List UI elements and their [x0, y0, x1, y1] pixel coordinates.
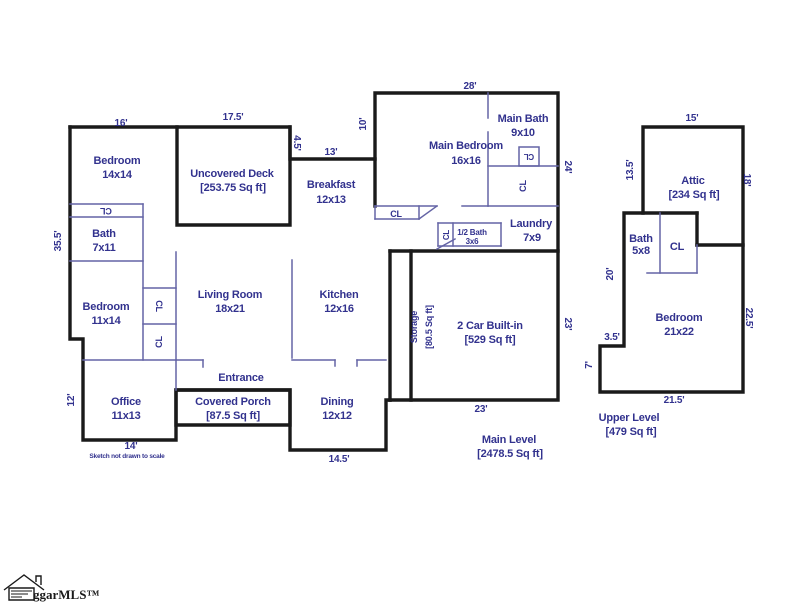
wall-upper-outline — [598, 125, 745, 394]
wall-garage-right-top — [373, 91, 560, 402]
room-labels: Bedroom 14x14 Uncovered Deck [253.75 Sq … — [83, 113, 721, 460]
closet-label-living-1: CL — [154, 300, 164, 312]
closet-label-upper: CL — [670, 241, 685, 253]
dim-12ft: 12' — [66, 394, 77, 407]
room-label-entrance: Entrance — [218, 372, 264, 384]
room-label-main-bath: Main Bath — [498, 113, 549, 125]
room-dims-living-room: 18x21 — [215, 303, 245, 315]
house-icon-chimney — [35, 575, 42, 585]
room-label-bedroom-11x14: Bedroom — [83, 301, 130, 313]
closet-label-bath-strip: CL — [518, 180, 528, 192]
room-area-attic: [234 Sq ft] — [669, 189, 721, 201]
room-dims-half-bath: 3x6 — [466, 237, 479, 246]
room-dims-main-bath: 9x10 — [511, 127, 535, 139]
dim-10ft: 10' — [358, 118, 369, 131]
dim-3-5ft: 3.5' — [604, 332, 619, 343]
dim-18ft: 18' — [741, 174, 752, 187]
room-dims-office: 11x13 — [112, 410, 141, 422]
house-icon — [3, 574, 45, 601]
footer-logo: ggarMLS™ — [3, 574, 99, 602]
dim-16ft: 16' — [115, 118, 128, 129]
dim-28ft: 28' — [464, 81, 477, 92]
room-label-office: Office — [111, 396, 141, 408]
room-label-main-bedroom: Main Bedroom — [429, 140, 503, 152]
room-label-bedroom-14x14: Bedroom — [94, 155, 141, 167]
inner-walls — [69, 92, 698, 391]
room-area-storage: [80.5 Sq ft] — [424, 305, 434, 349]
room-dims-bath-7x11: 7x11 — [92, 242, 115, 254]
dim-22-5ft: 22.5' — [743, 308, 754, 329]
room-dims-laundry: 7x9 — [523, 232, 541, 244]
dim-21-5ft: 21.5' — [664, 395, 685, 406]
room-area-garage: [529 Sq ft] — [465, 334, 517, 346]
dim-13ft: 13' — [325, 147, 338, 158]
wall-deck-outline — [175, 125, 292, 227]
room-label-bedroom-21x22: Bedroom — [656, 312, 703, 324]
closet-label-mbr-closet: CL — [390, 209, 402, 219]
dim-23ft-right: 23' — [562, 318, 573, 331]
outer-walls — [68, 91, 745, 452]
room-dims-dining: 12x12 — [322, 410, 352, 422]
dim-4-5ft: 4.5' — [291, 135, 302, 150]
room-dims-bedroom-14x14: 14x14 — [102, 169, 133, 181]
room-dims-bedroom-11x14: 11x14 — [92, 315, 122, 327]
room-label-garage: 2 Car Built-in — [457, 320, 523, 332]
dim-24ft: 24' — [562, 161, 573, 174]
dim-15ft: 15' — [686, 113, 699, 124]
mls-logo-text: ggarMLS™ — [33, 587, 99, 602]
dim-13-5ft: 13.5' — [625, 160, 636, 181]
room-dims-kitchen: 12x16 — [324, 303, 354, 315]
dim-14-5ft: 14.5' — [329, 454, 350, 465]
closet-label-living-2: CL — [154, 336, 164, 348]
house-icon-roof — [3, 574, 45, 591]
dim-7ft: 7' — [584, 361, 595, 369]
room-label-dining: Dining — [320, 396, 353, 408]
room-label-bath-7x11: Bath — [92, 228, 116, 240]
closet-label-half-bath: CL — [442, 230, 451, 241]
room-area-uncovered-deck: [253.75 Sq ft] — [200, 182, 266, 194]
room-label-covered-porch: Covered Porch — [195, 396, 271, 408]
room-label-kitchen: Kitchen — [320, 289, 359, 301]
main-level-area: [2478.5 Sq ft] — [477, 448, 543, 460]
door-swing-hall — [435, 237, 457, 251]
room-label-laundry: Laundry — [510, 218, 553, 230]
scale-note: Sketch not drawn to scale — [89, 453, 165, 460]
room-dims-breakfast: 12x13 — [316, 194, 346, 206]
dim-23ft-bottom: 23' — [475, 404, 488, 415]
room-dims-bedroom-21x22: 21x22 — [664, 326, 694, 338]
room-label-bath-5x8: Bath — [629, 233, 653, 245]
room-dims-main-bedroom: 16x16 — [451, 155, 481, 167]
room-dims-bath-5x8: 5x8 — [632, 245, 650, 257]
dim-20ft: 20' — [605, 268, 616, 281]
room-label-storage: Storage — [409, 311, 419, 343]
room-area-covered-porch: [87.5 Sq ft] — [206, 410, 260, 422]
dim-14ft: 14' — [125, 441, 138, 452]
dim-17-5ft: 17.5' — [223, 112, 244, 123]
room-label-living-room: Living Room — [198, 289, 263, 301]
room-label-attic: Attic — [681, 175, 705, 187]
wall-mainbath-closet-box — [518, 146, 540, 167]
main-level-title: Main Level — [482, 434, 536, 446]
wall-porch-outline — [174, 388, 292, 427]
room-label-uncovered-deck: Uncovered Deck — [190, 168, 274, 180]
upper-level-title: Upper Level — [599, 412, 660, 424]
door-swing-mbr-closet — [417, 204, 439, 221]
closet-label-main-bath-box: CL — [524, 152, 535, 161]
room-label-half-bath: 1/2 Bath — [457, 228, 487, 237]
dimension-labels: 16' 17.5' 28' 13' 4.5' 10' 24' 35.5' 12'… — [53, 81, 754, 465]
room-label-breakfast: Breakfast — [307, 179, 356, 191]
dim-35-5ft: 35.5' — [53, 231, 64, 252]
upper-level-area: [479 Sq ft] — [606, 426, 658, 438]
house-icon-stripes — [11, 590, 32, 598]
closet-label-left-strip: CL — [100, 206, 112, 216]
